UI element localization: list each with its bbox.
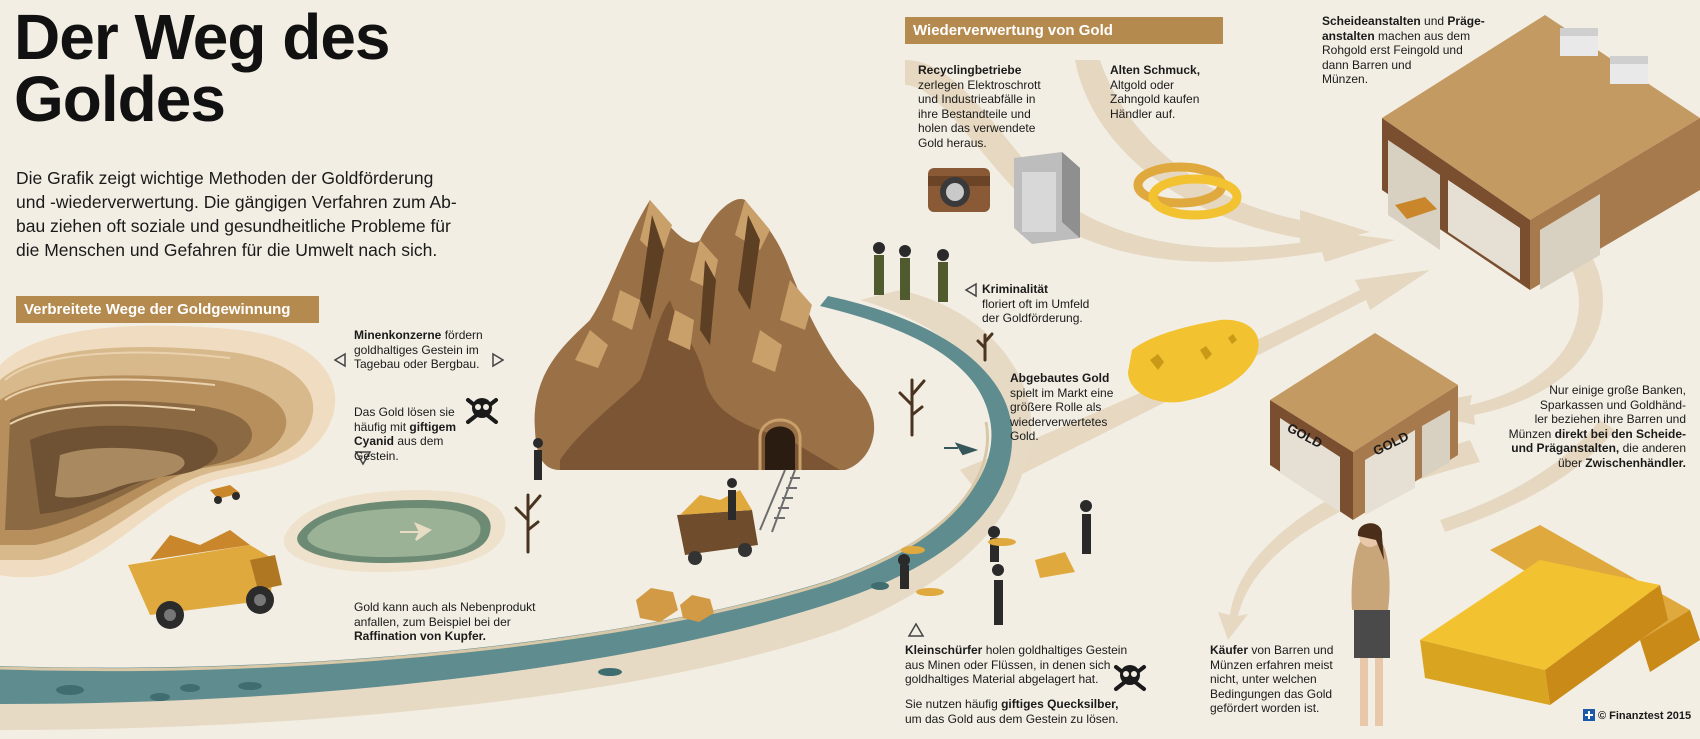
buyer-woman: [1351, 523, 1390, 726]
note-kupfer: Gold kann auch als Nebenprodukt anfallen…: [354, 600, 536, 643]
finanztest-logo: [1583, 709, 1595, 721]
note-kleinschuerfer: Kleinschürfer holen goldhaltiges Gestein…: [905, 643, 1128, 686]
skull-icon: [1114, 665, 1146, 691]
note-banken: Nur einige große Banken, Sparkassen und …: [1508, 383, 1686, 470]
gold-nugget: [1128, 319, 1259, 403]
note-scheideanstalten: Scheideanstalten und Präge- anstalten ma…: [1322, 14, 1485, 86]
section-label-recycling: Wiederverwertung von Gold: [905, 17, 1223, 44]
people: [533, 242, 1092, 625]
intro-line: die Menschen und Gefahren für die Umwelt…: [16, 240, 438, 260]
recycling-items: [928, 152, 1242, 244]
note-cyanid: Das Gold lösen sie häufig mit giftigem C…: [354, 405, 457, 463]
intro-line: bau ziehen oft soziale und gesundheitlic…: [16, 216, 451, 236]
note-kaeufer: Käufer von Barren und Münzen erfahren me…: [1210, 643, 1334, 715]
mountain: [534, 199, 875, 533]
intro-text: Die Grafik zeigt wichtige Methoden der G…: [16, 166, 516, 262]
open-pit-mine: [0, 325, 336, 578]
note-quecksilber: Sie nutzen häufig giftiges Quecksilber, …: [905, 697, 1119, 726]
title-line-2: Goldes: [14, 63, 226, 135]
page-title: Der Weg des Goldes: [14, 1, 390, 135]
note-schmuck: Alten Schmuck, Altgold oder Zahngold kau…: [1110, 63, 1201, 121]
dead-trees: [514, 332, 994, 554]
note-abgebautes-gold: Abgebautes Gold spielt im Markt eine grö…: [1010, 371, 1114, 443]
refinery-building: [1382, 15, 1700, 290]
note-recyclingbetriebe: Recyclingbetriebe zerlegen Elektroschrot…: [918, 63, 1041, 150]
section-label-mining: Verbreitete Wege der Goldgewinnung: [16, 296, 319, 323]
skull-icon: [466, 398, 498, 424]
copyright: © Finanztest 2015: [1598, 710, 1692, 722]
gold-shop: [1270, 333, 1458, 520]
intro-line: Die Grafik zeigt wichtige Methoden der G…: [16, 168, 434, 188]
note-minenkonzerne: Minenkonzerne fördern goldhaltiges Geste…: [354, 328, 483, 371]
pointer-triangles: [333, 282, 977, 637]
dump-truck: [128, 485, 282, 629]
title-line-1: Der Weg des: [14, 1, 390, 73]
gold-bars: [1420, 525, 1700, 705]
intro-line: und -wiederverwertung. Die gängigen Verf…: [16, 192, 457, 212]
tailings-pond: [283, 490, 506, 573]
gold-rocks: [636, 588, 714, 622]
note-kriminalitaet: Kriminalität floriert oft im Umfeld der …: [982, 282, 1090, 325]
